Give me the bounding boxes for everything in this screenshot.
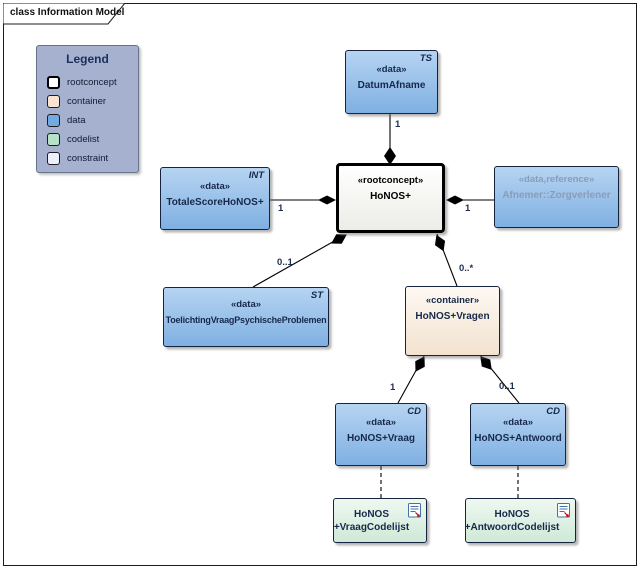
- codelist-document-icon: [408, 503, 421, 518]
- node-afnemer-zorgverlener[interactable]: «data,reference» Afnemer::Zorgverlener: [494, 166, 619, 228]
- node-datumafname[interactable]: TS «data» DatumAfname: [345, 50, 438, 114]
- type-tag-cd: CD: [546, 406, 560, 417]
- legend-items: rootconcept container data codelist cons…: [47, 73, 138, 168]
- diagram-title: class Information Model: [10, 7, 125, 18]
- node-name: HoNOS+Vragen: [415, 311, 490, 322]
- type-tag-st: ST: [310, 290, 323, 301]
- type-tag-int: INT: [248, 170, 264, 181]
- legend-title: Legend: [66, 52, 109, 66]
- diagram-frame: [3, 3, 637, 566]
- stereotype: «data»: [199, 180, 231, 192]
- multiplicity-vragen: 0..*: [459, 263, 474, 274]
- node-honos-rootconcept[interactable]: «rootconcept» HoNOS+: [336, 163, 445, 233]
- legend-label: codelist: [67, 134, 100, 145]
- legend: Legend rootconcept container data codeli…: [36, 45, 139, 173]
- multiplicity-antwoord: 0..1: [499, 381, 515, 392]
- codelist-document-icon: [557, 503, 570, 518]
- multiplicity-afnemer: 1: [465, 203, 471, 214]
- stereotype: «data»: [376, 64, 407, 75]
- node-honosvraagcodelijst[interactable]: HoNOS +VraagCodelijst: [333, 498, 427, 543]
- multiplicity-datumafname: 1: [395, 119, 401, 130]
- legend-item-container: container: [47, 92, 138, 111]
- stereotype: «data,reference»: [518, 174, 595, 185]
- tab-shape: [2, 2, 127, 25]
- legend-label: data: [67, 115, 86, 126]
- stereotype: «container»: [425, 295, 480, 306]
- node-name: DatumAfname: [357, 80, 426, 91]
- node-honosantwoordcodelijst[interactable]: HoNOS +AntwoordCodelijst: [465, 498, 576, 543]
- node-name: HoNOS+: [370, 191, 411, 202]
- legend-item-constraint: constraint: [47, 149, 138, 168]
- stereotype: «data»: [502, 416, 534, 428]
- multiplicity-totalescore: 1: [278, 203, 284, 214]
- type-tag-ts: TS: [419, 53, 432, 64]
- node-honosantwoord[interactable]: CD «data» HoNOS+Antwoord: [470, 403, 566, 466]
- node-honosvragen-container[interactable]: «container» HoNOS+Vragen: [405, 286, 500, 356]
- legend-item-rootconcept: rootconcept: [47, 73, 138, 92]
- legend-label: container: [67, 96, 107, 107]
- legend-label: rootconcept: [67, 77, 117, 88]
- composition-diamond-top: [384, 147, 396, 165]
- node-toelichtingvraagpsychischeproblemen[interactable]: ST «data» ToelichtingVraagPsychischeProb…: [163, 287, 329, 347]
- stereotype: «rootconcept»: [357, 175, 424, 186]
- legend-item-data: data: [47, 111, 138, 130]
- node-name-line1: HoNOS: [494, 508, 530, 520]
- node-totalescorehonos[interactable]: INT «data» TotaleScoreHoNOS+: [160, 167, 270, 230]
- composition-diamond-antwoord: [480, 356, 492, 370]
- composition-diamond-bottomright: [434, 234, 446, 252]
- connector-toelichting: [252, 234, 346, 288]
- node-name: TotaleScoreHoNOS+: [166, 196, 264, 208]
- node-name-line2: +AntwoordCodelijst: [464, 521, 560, 533]
- tab-outline: [2, 2, 127, 25]
- composition-diamond-vraag: [415, 356, 425, 372]
- diagram-title-tab: class Information Model: [2, 2, 133, 25]
- node-name: ToelichtingVraagPsychischeProblemen: [165, 315, 327, 325]
- type-tag-cd: CD: [407, 406, 421, 417]
- node-name: HoNOS+Antwoord: [474, 432, 562, 444]
- node-name-line2: +VraagCodelijst: [333, 521, 410, 533]
- constraint-swatch: [47, 152, 60, 165]
- stereotype: «data»: [230, 299, 262, 310]
- rootconcept-swatch: [47, 76, 60, 89]
- legend-item-codelist: codelist: [47, 130, 138, 149]
- multiplicity-toelichting: 0..1: [277, 257, 293, 268]
- node-honosvraag[interactable]: CD «data» HoNOS+Vraag: [335, 403, 427, 466]
- node-name-line1: HoNOS: [354, 508, 389, 520]
- node-name: Afnemer::Zorgverlener: [502, 190, 611, 201]
- composition-diamond-right: [446, 195, 464, 205]
- legend-label: constraint: [67, 153, 109, 164]
- multiplicity-vraag: 1: [390, 382, 396, 393]
- composition-diamond-left: [318, 195, 336, 205]
- composition-diamond-bottomleft: [331, 234, 347, 244]
- stereotype: «data»: [365, 416, 397, 428]
- container-swatch: [47, 95, 60, 108]
- node-name: HoNOS+Vraag: [346, 432, 416, 444]
- codelist-swatch: [47, 133, 60, 146]
- data-swatch: [47, 114, 60, 127]
